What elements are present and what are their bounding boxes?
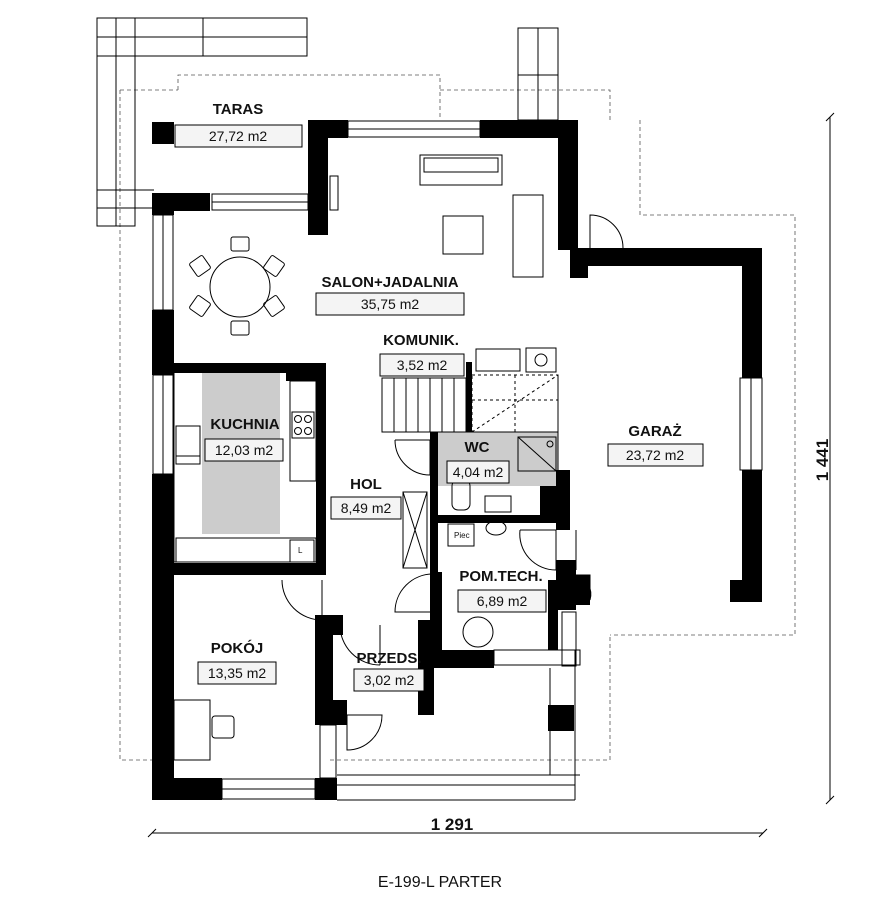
room-area-hol: 8,49 m2	[341, 500, 392, 516]
room-area-pokoj: 13,35 m2	[208, 665, 267, 681]
room-name-pokoj: POKÓJ	[211, 639, 264, 657]
windows	[152, 120, 763, 800]
room-area-wc: 4,04 m2	[453, 464, 504, 480]
dimension-width: 1 291	[431, 815, 474, 834]
stairs	[381, 374, 559, 569]
room-area-salon: 35,75 m2	[361, 296, 420, 312]
room-name-garaz: GARAŻ	[628, 423, 681, 440]
fixture-label-piec: Piec	[454, 531, 470, 540]
room-name-hol: HOL	[350, 476, 382, 493]
room-name-przeds: PRZEDS.	[356, 650, 421, 667]
dimension-lines	[147, 112, 835, 838]
room-area-komunik: 3,52 m2	[397, 357, 448, 373]
room-name-wc: WC	[465, 439, 490, 456]
room-name-komunik: KOMUNIK.	[383, 332, 459, 349]
room-name-kuchnia: KUCHNIA	[210, 416, 279, 433]
room-name-salon: SALON+JADALNIA	[321, 274, 458, 291]
room-area-garaz: 23,72 m2	[626, 447, 685, 463]
walls	[152, 120, 762, 800]
roof-outline	[119, 74, 796, 761]
room-name-taras: TARAS	[213, 101, 264, 118]
room-area-pomtech: 6,89 m2	[477, 593, 528, 609]
fixture-label-l: L	[298, 546, 303, 555]
plan-title: E-199-L PARTER	[378, 874, 502, 891]
dimension-height: 1 441	[813, 439, 832, 482]
furniture	[173, 154, 557, 761]
room-name-pomtech: POM.TECH.	[459, 568, 542, 585]
doors	[281, 214, 624, 751]
room-area-przeds: 3,02 m2	[364, 672, 415, 688]
room-area-taras: 27,72 m2	[209, 128, 268, 144]
room-area-kuchnia: 12,03 m2	[215, 442, 274, 458]
